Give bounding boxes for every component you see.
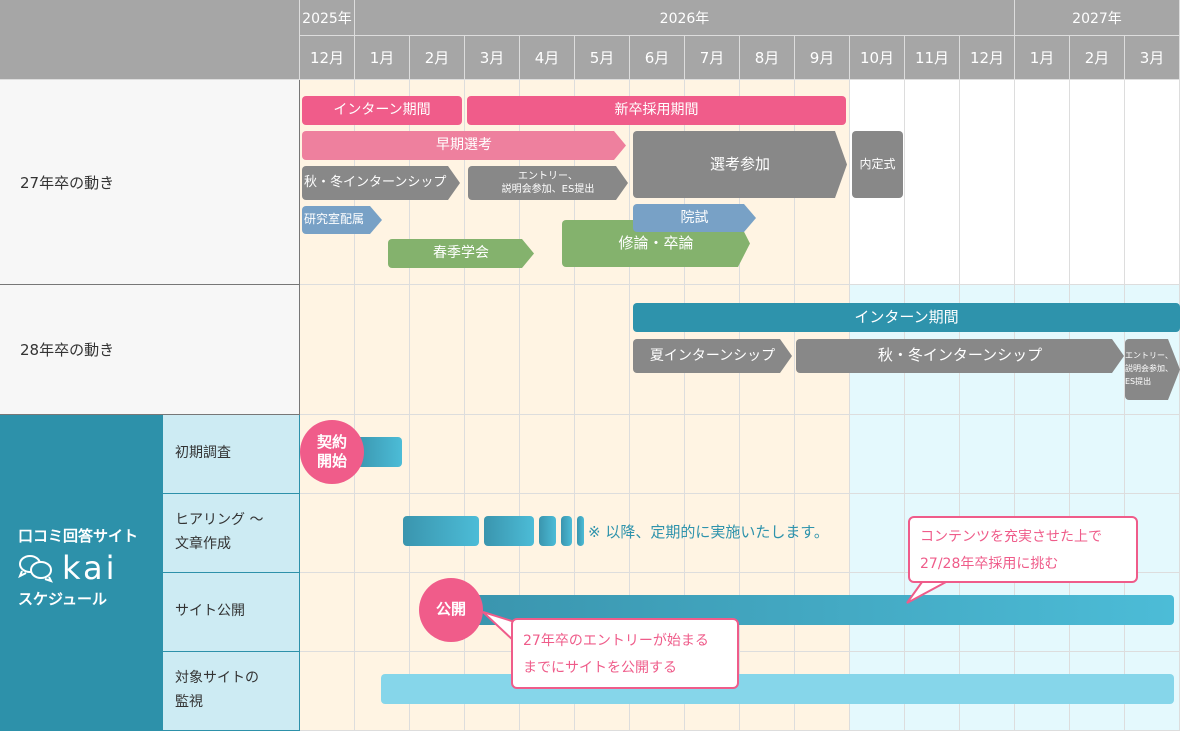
subrow-publish: サイト公開 <box>163 573 300 652</box>
grid-cell <box>1015 415 1070 494</box>
periodic-note: ※ 以降、定期的に実施いたします。 <box>588 523 829 541</box>
bar-28-intern: インターン期間 <box>633 303 1180 332</box>
grid-cell <box>630 415 685 494</box>
month-14: 2月 <box>1070 36 1125 80</box>
month-15: 3月 <box>1125 36 1180 80</box>
row-label-28: 28年卒の動き <box>0 285 300 415</box>
row-label-27: 27年卒の動き <box>0 80 300 285</box>
bar-hearing-5 <box>577 516 584 546</box>
year-2025: 2025年 <box>300 0 355 36</box>
grid-cell <box>685 494 740 573</box>
grid-cell <box>575 415 630 494</box>
grid-cell <box>795 494 850 573</box>
grid-cell <box>410 285 465 415</box>
month-0: 12月 <box>300 36 355 80</box>
grid-cell <box>520 285 575 415</box>
grid-cell <box>960 415 1015 494</box>
callout-content: コンテンツを充実させた上で 27/28年卒採用に挑む <box>908 516 1138 583</box>
grid-cell <box>355 494 410 573</box>
bar-hearing-2 <box>484 516 534 546</box>
bar-27-select: 選考参加 <box>633 131 847 198</box>
grid-cell <box>465 285 520 415</box>
bar-27-lab: 研究室配属 <box>302 206 382 234</box>
year-2026: 2026年 <box>355 0 1015 36</box>
grid-cell <box>740 494 795 573</box>
grid-cell <box>520 415 575 494</box>
subrow-initial-survey: 初期調査 <box>163 415 300 494</box>
month-6: 6月 <box>630 36 685 80</box>
contract-start-badge: 契約 開始 <box>300 420 364 484</box>
month-4: 4月 <box>520 36 575 80</box>
grid-cell <box>740 415 795 494</box>
bar-28-entry: エントリー、 説明会参加、 ES提出 <box>1125 339 1180 400</box>
kai-line1: 口コミ回答サイト <box>18 527 139 545</box>
bar-hearing-4 <box>561 516 572 546</box>
bar-27-inshi: 院試 <box>633 204 756 232</box>
grid-cell <box>300 494 355 573</box>
bar-27-intern: インターン期間 <box>302 96 462 125</box>
month-11: 11月 <box>905 36 960 80</box>
month-9: 9月 <box>795 36 850 80</box>
grid-cell <box>355 285 410 415</box>
bar-27-autumn: 秋・冬インターンシップ <box>302 166 460 200</box>
grid-cell <box>630 494 685 573</box>
callout1-tail <box>906 581 947 604</box>
bar-28-autumn: 秋・冬インターンシップ <box>796 339 1124 373</box>
grid-cell <box>905 80 960 285</box>
kai-schedule-label: 口コミ回答サイト kai スケジュール <box>0 415 163 731</box>
grid-cell <box>300 285 355 415</box>
grid-cell <box>1070 80 1125 285</box>
month-8: 8月 <box>740 36 795 80</box>
callout-publish: 27年卒のエントリーが始まる までにサイトを公開する <box>511 618 739 689</box>
grid-cell <box>685 415 740 494</box>
kai-line3: スケジュール <box>18 590 107 608</box>
grid-cell <box>1015 80 1070 285</box>
bar-27-spring: 春季学会 <box>388 239 534 268</box>
grid-cell <box>300 652 355 731</box>
month-12: 12月 <box>960 36 1015 80</box>
month-5: 5月 <box>575 36 630 80</box>
grid-cell <box>575 285 630 415</box>
grid-cell <box>850 494 905 573</box>
chat-bubbles-icon <box>18 555 53 583</box>
grid-cell <box>1070 415 1125 494</box>
subrow-hearing: ヒアリング ～ 文章作成 <box>163 494 300 573</box>
grid-cell <box>905 415 960 494</box>
bar-hearing-1 <box>403 516 479 546</box>
month-1: 1月 <box>355 36 410 80</box>
grid-cell <box>575 494 630 573</box>
header-corner <box>0 0 300 80</box>
bar-28-summer: 夏インターンシップ <box>633 339 792 373</box>
kai-logo-text: kai <box>62 549 118 587</box>
month-3: 3月 <box>465 36 520 80</box>
month-7: 7月 <box>685 36 740 80</box>
grid-cell <box>960 80 1015 285</box>
month-10: 10月 <box>850 36 905 80</box>
month-2: 2月 <box>410 36 465 80</box>
grid-cell <box>850 415 905 494</box>
kai-logo: kai <box>18 552 163 584</box>
grid-cell <box>465 415 520 494</box>
bar-27-recruit: 新卒採用期間 <box>467 96 846 125</box>
bar-27-entry: エントリー、 説明会参加、ES提出 <box>468 166 628 200</box>
bar-27-early: 早期選考 <box>302 131 626 160</box>
grid-cell <box>355 573 410 652</box>
grid-cell <box>795 415 850 494</box>
grid-cell <box>410 415 465 494</box>
bar-27-naitei: 内定式 <box>852 131 903 198</box>
publish-badge: 公開 <box>419 578 483 642</box>
grid-cell <box>300 573 355 652</box>
month-13: 1月 <box>1015 36 1070 80</box>
bar-hearing-3 <box>539 516 556 546</box>
